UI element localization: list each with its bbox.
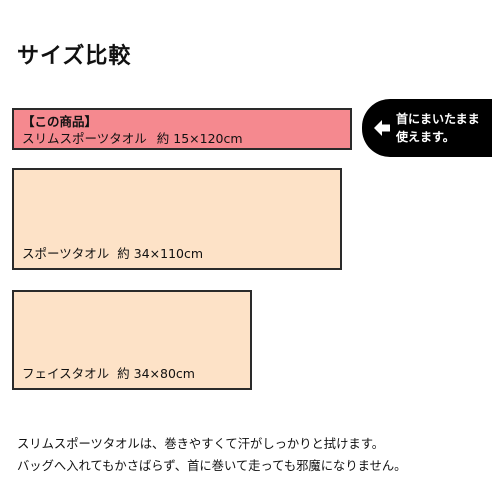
slim-towel-name: スリムスポーツタオル <box>22 131 147 146</box>
face-towel-caption: フェイスタオル約 34×80cm <box>22 363 195 382</box>
sport-towel-size: 約 34×110cm <box>117 246 204 261</box>
description: スリムスポーツタオルは、巻きやすくて汗がしっかりと拭けます。 バッグへ入れてもか… <box>17 433 406 477</box>
callout-line-1: 首にまいたまま <box>396 112 480 126</box>
face-towel-box: フェイスタオル約 34×80cm <box>12 290 252 390</box>
description-line-2: バッグへ入れてもかさばらず、首に巻いて走っても邪魔になりません。 <box>17 459 407 473</box>
face-towel-size: 約 34×80cm <box>117 366 195 381</box>
sport-towel-name: スポーツタオル <box>22 246 110 261</box>
description-line-1: スリムスポーツタオルは、巻きやすくて汗がしっかりと拭けます。 <box>17 437 385 451</box>
sport-towel-caption: スポーツタオル約 34×110cm <box>22 243 203 262</box>
slim-towel-line: スリムスポーツタオル約 15×120cm <box>22 130 243 147</box>
slim-towel-box: 【この商品】 スリムスポーツタオル約 15×120cm <box>12 108 352 150</box>
sport-towel-box: スポーツタオル約 34×110cm <box>12 168 342 270</box>
neck-callout: 首にまいたまま 使えます。 <box>362 99 492 157</box>
page-title: サイズ比較 <box>17 44 132 69</box>
callout-line-2: 使えます。 <box>396 130 455 144</box>
callout-text: 首にまいたまま 使えます。 <box>396 110 480 146</box>
slim-towel-size: 約 15×120cm <box>156 131 243 146</box>
face-towel-name: フェイスタオル <box>22 366 110 381</box>
product-tag: 【この商品】 <box>22 114 98 129</box>
arrow-left-icon <box>374 120 390 136</box>
slim-towel-label: 【この商品】 スリムスポーツタオル約 15×120cm <box>22 113 243 147</box>
